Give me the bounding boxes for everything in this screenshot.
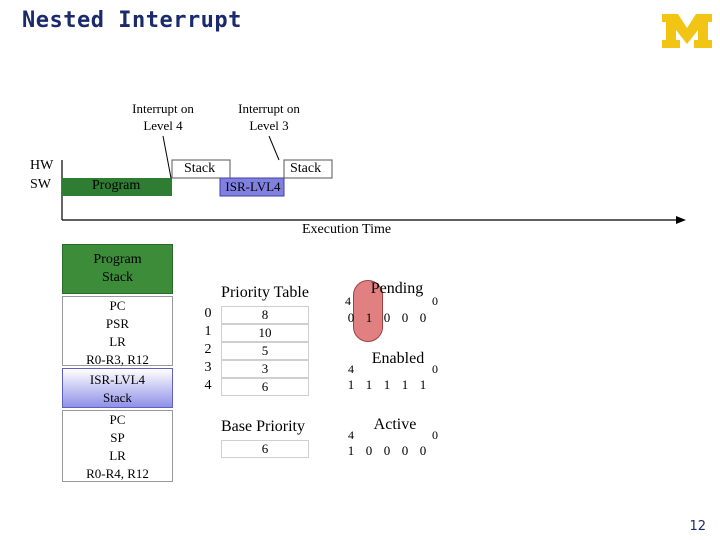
active-bit: 0	[365, 443, 373, 458]
priority-index: 4	[204, 378, 212, 393]
stack-header: Program Stack	[62, 244, 173, 294]
page-number: 12	[689, 519, 706, 534]
pending-title: Pending	[370, 280, 424, 297]
stack-entry: PC	[109, 298, 126, 313]
base-priority-title: Base Priority	[221, 418, 305, 435]
slide-title: Nested Interrupt	[22, 8, 242, 33]
isr-segment	[219, 177, 285, 197]
program-segment	[62, 178, 172, 196]
active-title: Active	[373, 416, 417, 433]
priority-index: 1	[204, 324, 212, 339]
priority-value: 6	[221, 378, 309, 396]
enabled-low-bit-label: 0	[432, 362, 438, 376]
enabled-high-bit-label: 4	[348, 362, 354, 376]
priority-index: 0	[204, 306, 212, 321]
isr-stack-frame: ISR-LVL4 Stack	[62, 368, 173, 408]
priority-value: 5	[221, 342, 309, 360]
priority-table-values: 8 10 5 3 6	[221, 306, 309, 396]
pending-high-bit-label: 4	[345, 294, 351, 308]
enabled-bit: 1	[365, 377, 373, 392]
hw-label: HW	[30, 158, 54, 173]
sw-label: SW	[30, 177, 51, 192]
axis-arrow-icon	[676, 216, 686, 224]
pending-bit: 0	[419, 310, 427, 325]
stack-entry: R0-R4, R12	[86, 466, 149, 481]
stack-entry: LR	[109, 334, 126, 349]
pending-highlight	[353, 280, 383, 342]
stack-label-2: Stack	[290, 161, 322, 176]
priority-value: 3	[221, 360, 309, 378]
priority-index: 2	[204, 342, 212, 357]
enabled-bit: 1	[383, 377, 391, 392]
stack-entry: SP	[110, 430, 125, 445]
priority-table-indices: 0 1 2 3 4	[200, 306, 216, 396]
pending-bit: 1	[365, 310, 373, 325]
isr-label: ISR-LVL4	[225, 179, 281, 194]
active-bit: 0	[383, 443, 391, 458]
program-label: Program	[92, 178, 141, 193]
pending-low-bit-label: 0	[432, 294, 438, 308]
enabled-bits: 1 1 1 1 1	[342, 376, 432, 394]
callout-level-3: Interrupt on Level 3	[238, 101, 300, 133]
axis-label: Execution Time	[302, 222, 392, 237]
stack-entry: PSR	[105, 316, 130, 331]
stack-entry: PC	[109, 412, 126, 427]
active-high-bit-label: 4	[348, 428, 354, 442]
active-bit: 0	[401, 443, 409, 458]
enabled-title: Enabled	[371, 350, 425, 367]
stack-label-1: Stack	[184, 161, 216, 176]
priority-index: 3	[204, 360, 212, 375]
active-bit: 1	[347, 443, 355, 458]
active-bit: 0	[419, 443, 427, 458]
callout-level-4: Interrupt on Level 4	[132, 101, 194, 133]
stack-segment-1	[171, 159, 231, 179]
pending-bit: 0	[383, 310, 391, 325]
pending-bit: 0	[401, 310, 409, 325]
callout-pointer-3	[268, 135, 280, 161]
stack-entry: R0-R3, R12	[86, 352, 149, 367]
priority-value: 10	[221, 324, 309, 342]
enabled-bit: 1	[419, 377, 427, 392]
pending-bits: 0 1 0 0 0	[342, 309, 432, 327]
callout-pointer-4	[162, 135, 172, 179]
pending-bit: 0	[347, 310, 355, 325]
active-low-bit-label: 0	[432, 428, 438, 442]
stack-group-1: PC PSR LR R0-R3, R12	[62, 296, 173, 367]
base-priority-value: 6	[221, 440, 309, 458]
stack-segment-2	[283, 159, 333, 179]
block-m-logo	[662, 14, 712, 48]
active-bits: 1 0 0 0 0	[342, 442, 432, 460]
stack-group-2: PC SP LR R0-R4, R12	[62, 410, 173, 482]
stack-entry: LR	[109, 448, 126, 463]
enabled-bit: 1	[347, 377, 355, 392]
priority-value: 8	[221, 306, 309, 324]
priority-table-title: Priority Table	[221, 284, 309, 301]
enabled-bit: 1	[401, 377, 409, 392]
